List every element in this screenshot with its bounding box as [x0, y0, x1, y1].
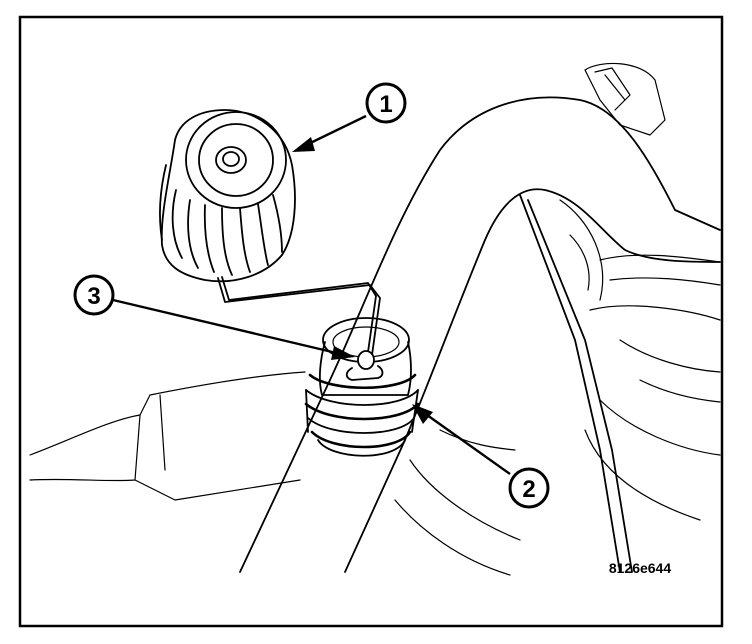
callout-2-label: 2 — [522, 476, 535, 503]
figure-id-label: 8126e644 — [609, 560, 672, 576]
refrigerant-tube — [239, 96, 721, 573]
callout-1-label: 1 — [379, 91, 392, 118]
leader-lines — [112, 114, 511, 475]
callout-2: 2 — [508, 467, 550, 509]
callout-3-label: 3 — [87, 283, 100, 310]
callout-1: 1 — [365, 82, 407, 124]
diagram-frame — [18, 15, 724, 628]
callout-3: 3 — [73, 274, 115, 316]
schrader-valve-core — [345, 350, 384, 381]
service-port-cap — [159, 109, 381, 356]
service-port-fitting — [304, 317, 420, 457]
background-lines — [29, 62, 721, 576]
